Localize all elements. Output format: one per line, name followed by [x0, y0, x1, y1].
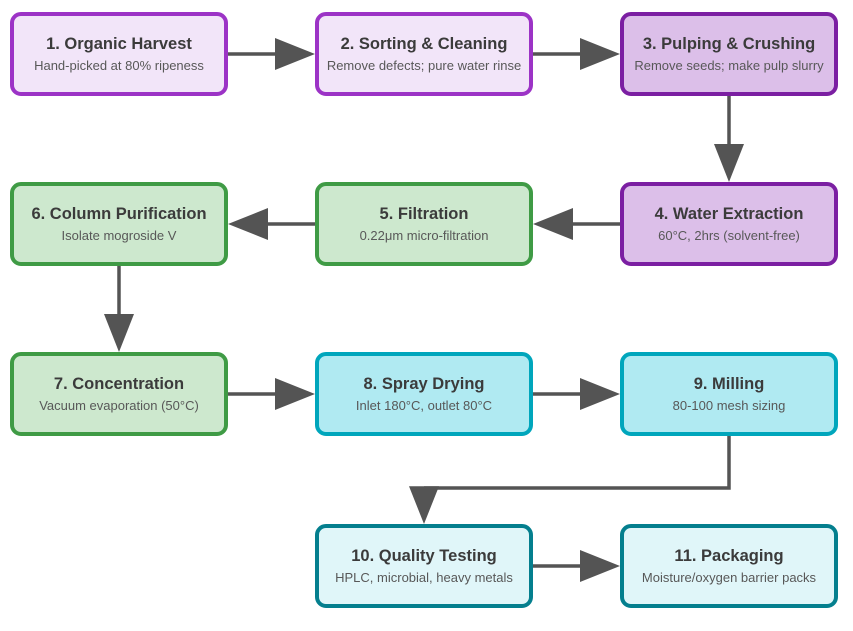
node-milling: 9. Milling 80-100 mesh sizing — [620, 352, 838, 436]
node-pulping-crushing: 3. Pulping & Crushing Remove seeds; make… — [620, 12, 838, 96]
node-title-column-purification: 6. Column Purification — [31, 204, 207, 223]
edge-water-extraction-to-filtration — [533, 208, 620, 240]
node-title-packaging: 11. Packaging — [674, 546, 784, 565]
node-title-quality-testing: 10. Quality Testing — [351, 546, 497, 565]
node-title-pulping-crushing: 3. Pulping & Crushing — [642, 34, 816, 53]
node-subtitle-pulping-crushing: Remove seeds; make pulp slurry — [634, 57, 824, 73]
node-title-milling: 9. Milling — [693, 374, 765, 393]
node-title-water-extraction: 4. Water Extraction — [654, 204, 804, 223]
node-subtitle-spray-drying: Inlet 180°C, outlet 80°C — [355, 397, 493, 413]
edge-quality-testing-to-packaging — [533, 550, 620, 582]
node-title-spray-drying: 8. Spray Drying — [363, 374, 485, 393]
node-filtration: 5. Filtration 0.22μm micro-filtration — [315, 182, 533, 266]
edge-spray-drying-to-milling — [533, 378, 620, 410]
edge-concentration-to-spray-drying — [228, 378, 315, 410]
edge-pulping-crushing-to-water-extraction — [714, 96, 744, 182]
node-subtitle-milling: 80-100 mesh sizing — [672, 397, 786, 413]
node-column-purification: 6. Column Purification Isolate mogroside… — [10, 182, 228, 266]
node-subtitle-quality-testing: HPLC, microbial, heavy metals — [335, 569, 513, 585]
node-title-organic-harvest: 1. Organic Harvest — [46, 34, 192, 53]
node-organic-harvest: 1. Organic Harvest Hand-picked at 80% ri… — [10, 12, 228, 96]
node-subtitle-packaging: Moisture/oxygen barrier packs — [641, 569, 817, 585]
node-quality-testing: 10. Quality Testing HPLC, microbial, hea… — [315, 524, 533, 608]
edge-milling-to-quality-testing — [409, 436, 731, 524]
node-concentration: 7. Concentration Vacuum evaporation (50°… — [10, 352, 228, 436]
edge-organic-harvest-to-sorting-cleaning — [228, 38, 315, 70]
node-packaging: 11. Packaging Moisture/oxygen barrier pa… — [620, 524, 838, 608]
node-sorting-cleaning: 2. Sorting & Cleaning Remove defects; pu… — [315, 12, 533, 96]
edge-column-purification-to-concentration — [104, 266, 134, 352]
node-title-concentration: 7. Concentration — [53, 374, 185, 393]
node-subtitle-organic-harvest: Hand-picked at 80% ripeness — [34, 57, 204, 73]
node-spray-drying: 8. Spray Drying Inlet 180°C, outlet 80°C — [315, 352, 533, 436]
node-subtitle-concentration: Vacuum evaporation (50°C) — [39, 397, 199, 413]
node-subtitle-filtration: 0.22μm micro-filtration — [359, 227, 489, 243]
node-subtitle-water-extraction: 60°C, 2hrs (solvent-free) — [658, 227, 800, 243]
edge-filtration-to-column-purification — [228, 208, 315, 240]
node-subtitle-column-purification: Isolate mogroside V — [61, 227, 177, 243]
node-subtitle-sorting-cleaning: Remove defects; pure water rinse — [326, 57, 522, 73]
edge-sorting-cleaning-to-pulping-crushing — [533, 38, 620, 70]
node-title-sorting-cleaning: 2. Sorting & Cleaning — [340, 34, 508, 53]
node-title-filtration: 5. Filtration — [379, 204, 469, 223]
node-water-extraction: 4. Water Extraction 60°C, 2hrs (solvent-… — [620, 182, 838, 266]
